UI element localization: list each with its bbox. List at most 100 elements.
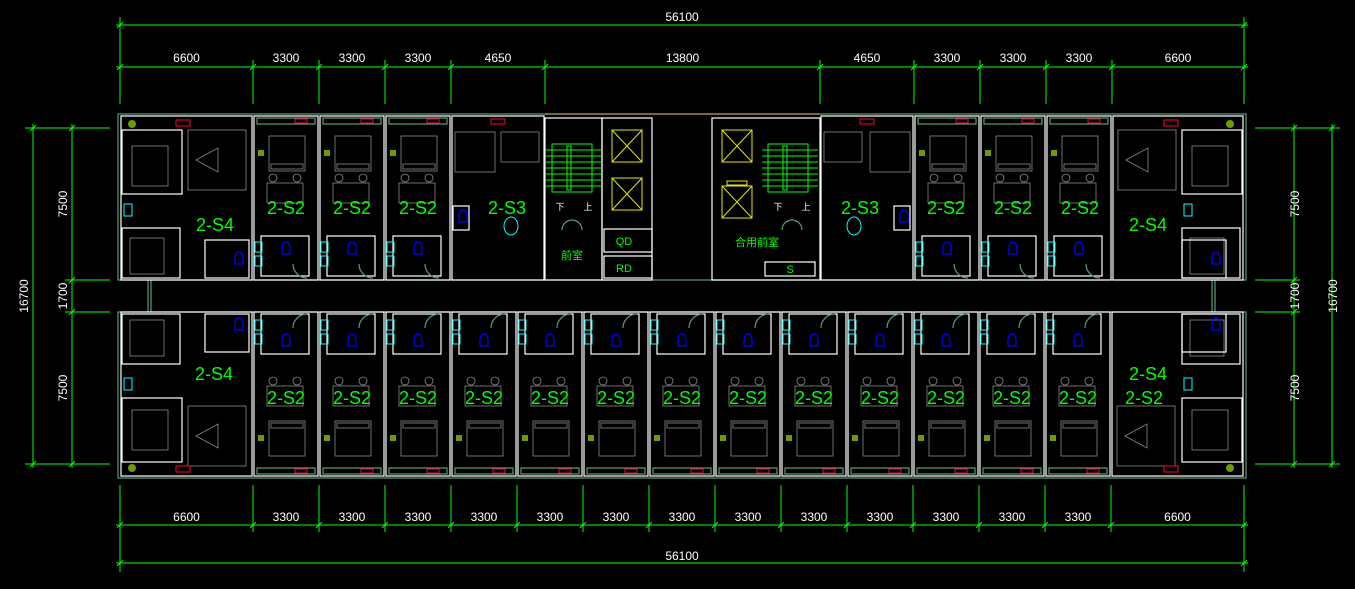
- vertical-core: 前室 QD RD 合用前室 S 下 上 下 上: [544, 117, 821, 281]
- unit-wall: [914, 115, 980, 281]
- top-dimension-label: 4650: [854, 51, 881, 65]
- bottom-dimension-label: 3300: [735, 510, 762, 524]
- toilet: [942, 241, 952, 255]
- ac-unit: [360, 118, 374, 124]
- bottom-dimension-tick: [843, 521, 851, 529]
- bottom-dimension-tick: [1107, 521, 1115, 529]
- unit-wall: [913, 311, 979, 477]
- wardrobe: [927, 182, 965, 204]
- bottom-dimension-label: 3300: [603, 510, 630, 524]
- sink: [254, 319, 263, 331]
- ac-unit: [624, 468, 638, 474]
- balcony: [652, 467, 712, 475]
- balcony: [982, 467, 1042, 475]
- unit-s4: [120, 311, 253, 477]
- balcony: [1049, 117, 1109, 125]
- elevator-car: [721, 129, 753, 163]
- right-dimension-label: 7500: [1288, 190, 1302, 217]
- pillow: [336, 163, 370, 170]
- door-swing: [424, 313, 440, 329]
- sink: [1183, 377, 1193, 391]
- bottom-dimension-tick: [249, 521, 257, 529]
- chair: [400, 376, 410, 386]
- ac-unit: [360, 468, 374, 474]
- right-lobby-label: 合用前室: [735, 235, 779, 249]
- unit-wall: [820, 115, 914, 281]
- left-dimension-tick: [68, 276, 76, 284]
- sink: [981, 241, 990, 253]
- toilet: [347, 333, 357, 347]
- pillow: [336, 422, 370, 429]
- left-dimension-tick: [68, 124, 76, 132]
- chair: [268, 376, 278, 386]
- unit-wall: [781, 311, 847, 477]
- unit-s2: [847, 311, 913, 477]
- sink: [915, 241, 924, 253]
- bedroom: [121, 129, 183, 195]
- unit-label: 2-S2: [729, 388, 767, 408]
- chair: [532, 376, 542, 386]
- bed: [1191, 409, 1229, 451]
- lamp: [985, 150, 991, 156]
- bottom-dimension-label: 3300: [273, 510, 300, 524]
- sink: [980, 319, 989, 331]
- top-dimension-label: 3300: [1066, 51, 1093, 65]
- ac-unit: [294, 118, 308, 124]
- balcony: [454, 467, 514, 475]
- stair-handrail: [566, 145, 572, 191]
- bottom-dimension-tick: [381, 521, 389, 529]
- wardrobe: [1058, 385, 1096, 407]
- unit-s2: [451, 311, 517, 477]
- bottom-dimension-tick: [1041, 521, 1049, 529]
- bed: [268, 420, 306, 457]
- unit-s2: [1046, 115, 1112, 281]
- left-dimension-label: 1700: [56, 282, 70, 309]
- left-total-dimension-tick: [29, 460, 37, 468]
- bed-2: [129, 237, 165, 275]
- tv-unit: [195, 423, 219, 449]
- basin: [503, 216, 519, 236]
- top-dimension-tick: [1042, 63, 1050, 71]
- unit-label: 2-S2: [927, 198, 965, 218]
- lamp: [720, 435, 726, 441]
- pillow: [798, 422, 832, 429]
- sink: [650, 319, 659, 331]
- balcony: [322, 467, 382, 475]
- chair: [730, 376, 740, 386]
- door-swing: [556, 313, 572, 329]
- unit-wall: [649, 311, 715, 477]
- balcony: [916, 467, 976, 475]
- sink: [452, 319, 461, 331]
- bottom-dimension-tick: [777, 521, 785, 529]
- ac-unit: [1020, 468, 1034, 474]
- unit-s2: [517, 311, 583, 477]
- chair: [1085, 173, 1095, 183]
- top-dimension-label: 6600: [1165, 51, 1192, 65]
- bottom-dimension-tick: [975, 521, 983, 529]
- bottom-dimension-label: 3300: [933, 510, 960, 524]
- toilet: [809, 333, 819, 347]
- balcony: [322, 117, 382, 125]
- unit-label: 2-S2: [1059, 388, 1097, 408]
- sink: [914, 319, 923, 331]
- bed: [454, 131, 496, 173]
- unit-wall: [1046, 115, 1112, 281]
- right-dimension-label: 1700: [1288, 282, 1302, 309]
- left-dimension-tick: [68, 460, 76, 468]
- plant: [128, 464, 136, 472]
- sink: [584, 333, 593, 345]
- bed: [1061, 135, 1099, 172]
- elevator-cross: [611, 177, 643, 211]
- bedroom: [1181, 397, 1243, 463]
- sink: [123, 203, 133, 217]
- chair: [334, 173, 344, 183]
- left-dimension-label: 7500: [56, 190, 70, 217]
- wardrobe: [926, 385, 964, 407]
- pillow: [468, 422, 502, 429]
- unit-s2: [385, 115, 451, 281]
- door-swing: [490, 313, 506, 329]
- pillow: [1063, 163, 1097, 170]
- bathroom: [204, 313, 250, 353]
- toilet: [743, 333, 753, 347]
- ac-unit: [822, 468, 836, 474]
